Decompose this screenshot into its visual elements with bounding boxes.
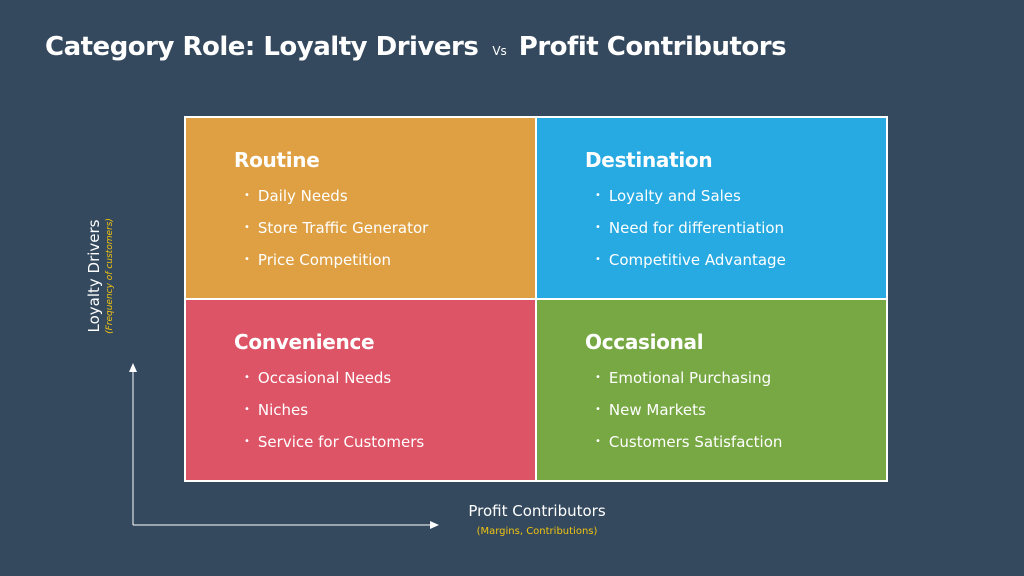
bullet-icon: • (244, 372, 250, 383)
quadrant-occasional: Occasional • Emotional Purchasing • New Ma… (537, 300, 886, 480)
bullet-icon: • (595, 404, 601, 415)
bullet-icon: • (244, 404, 250, 415)
list-item-label: Price Competition (257, 251, 392, 269)
bullet-icon: • (595, 372, 601, 383)
list-item: • Price Competition (244, 244, 535, 276)
list-item-label: Occasional Needs (257, 369, 392, 387)
quadrant-list: • Emotional Purchasing • New Markets • Cust… (585, 362, 886, 458)
quadrant-convenience: Convenience • Occasional Needs • Niches • S… (186, 300, 535, 480)
list-item: • New Markets (595, 394, 886, 426)
bullet-icon: • (244, 190, 250, 201)
quadrant-list: • Occasional Needs • Niches • Service for C… (234, 362, 535, 458)
quadrant-title: Routine (234, 148, 320, 172)
list-item-label: Competitive Advantage (608, 251, 786, 269)
list-item: • Niches (244, 394, 535, 426)
quadrant-grid: Routine • Daily Needs • Store Traffic Gene… (184, 116, 888, 482)
list-item-label: Service for Customers (257, 433, 425, 451)
bullet-icon: • (244, 254, 250, 265)
list-item: • Loyalty and Sales (595, 180, 886, 212)
list-item-label: Need for differentiation (608, 219, 785, 237)
quadrant-routine: Routine • Daily Needs • Store Traffic Gene… (186, 118, 535, 298)
quadrant-list: • Loyalty and Sales • Need for differentia… (585, 180, 886, 276)
quadrant-title: Occasional (585, 330, 704, 354)
x-axis-title: Profit Contributors (468, 502, 606, 520)
bullet-icon: • (244, 222, 250, 233)
bullet-icon: • (595, 190, 601, 201)
title-vs: Vs (492, 44, 507, 58)
quadrant-title: Destination (585, 148, 713, 172)
list-item: • Emotional Purchasing (595, 362, 886, 394)
list-item: • Store Traffic Generator (244, 212, 535, 244)
list-item: • Customers Satisfaction (595, 426, 886, 458)
bullet-icon: • (595, 436, 601, 447)
x-axis-label: Profit Contributors (Margins, Contributi… (468, 502, 605, 537)
list-item-label: New Markets (608, 401, 706, 419)
list-item: • Need for differentiation (595, 212, 886, 244)
list-item: • Daily Needs (244, 180, 535, 212)
list-item-label: Customers Satisfaction (608, 433, 783, 451)
x-axis-arrow-icon (430, 521, 439, 529)
title-right: Profit Contributors (518, 32, 787, 62)
list-item: • Competitive Advantage (595, 244, 886, 276)
quadrant-destination: Destination • Loyalty and Sales • Need for… (537, 118, 886, 298)
bullet-icon: • (595, 222, 601, 233)
list-item: • Occasional Needs (244, 362, 535, 394)
list-item-label: Loyalty and Sales (608, 187, 741, 205)
list-item-label: Daily Needs (257, 187, 348, 205)
y-axis-arrow-icon (129, 363, 137, 372)
list-item: • Service for Customers (244, 426, 535, 458)
list-item-label: Emotional Purchasing (608, 369, 772, 387)
bullet-icon: • (595, 254, 601, 265)
list-item-label: Niches (257, 401, 309, 419)
page-title: Category Role: Loyalty Drivers Vs Profit… (45, 32, 787, 62)
quadrant-title: Convenience (234, 330, 375, 354)
quadrant-list: • Daily Needs • Store Traffic Generator • P… (234, 180, 535, 276)
list-item-label: Store Traffic Generator (257, 219, 429, 237)
title-left: Category Role: Loyalty Drivers (45, 32, 479, 62)
bullet-icon: • (244, 436, 250, 447)
x-axis-subtitle: (Margins, Contributions) (476, 526, 598, 537)
